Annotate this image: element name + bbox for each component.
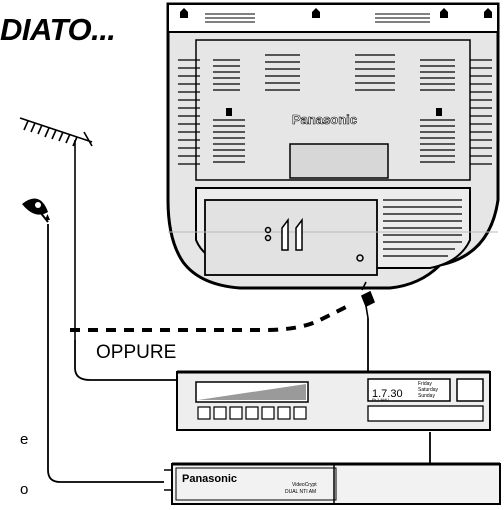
tv-brand-label: Panasonic [292,112,357,127]
tv-rear [166,2,500,290]
decoder-clock: 1.7.30 [372,388,403,400]
decoder-day: Sunday [418,393,435,399]
decoder-day: Friday [418,381,432,387]
vcr-brand-label: Panasonic [182,473,237,485]
decoder-button [245,406,259,420]
dashed-connection [70,304,349,332]
decoder-button [213,406,227,420]
decoder-button [277,406,291,420]
decoder-button [293,406,307,420]
decoder-readout: Pr 1 NHU [372,397,389,402]
antenna-icon [19,117,93,340]
decoder-unit [176,370,491,431]
satellite-dish-icon [22,198,50,223]
cables [47,224,431,483]
scart-plug-icon [360,281,376,319]
decoder-day: Saturday [418,387,439,393]
vcr-model-line2: DUAL NTI AM [285,489,316,495]
heading: DIATO... [0,12,116,47]
decoder-button [261,406,275,420]
vcr-unit [164,462,501,505]
decoder-button [229,406,243,420]
oppure-label: OPPURE [96,342,177,363]
edge-text-fragment: o [20,481,29,498]
edge-text-fragment: e [20,431,29,448]
vcr-model-line1: VideoCrypt [292,482,317,488]
decoder-button [197,406,211,420]
